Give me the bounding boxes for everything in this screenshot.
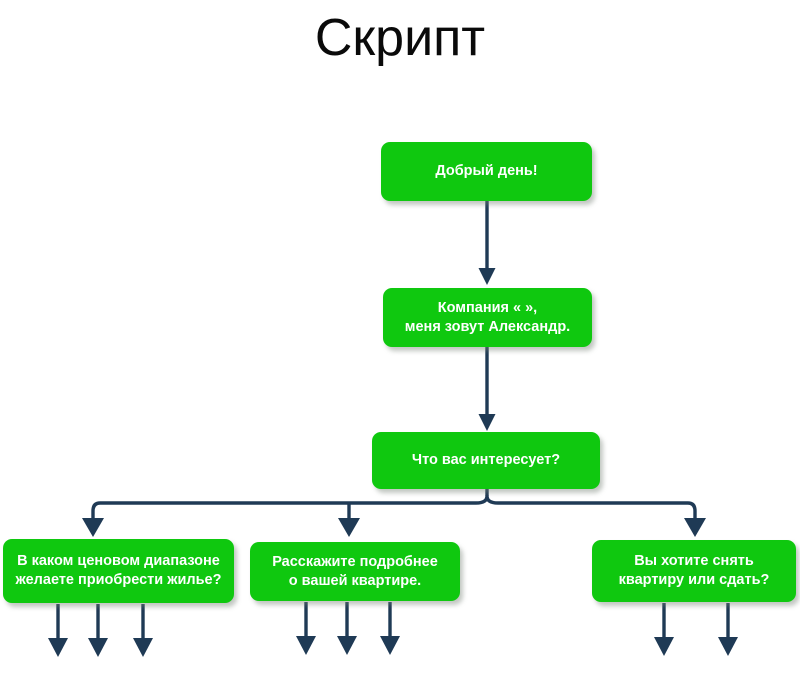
node-company[interactable]: Компания « », меня зовут Александр. bbox=[383, 288, 592, 347]
node-company-line-1: Компания « », bbox=[437, 299, 538, 316]
node-price-range-text: В каком ценовом диапазоне желаете приобр… bbox=[9, 552, 228, 589]
node-greeting-text: Добрый день! bbox=[387, 162, 586, 181]
node-apartment-details-line-2: о вашей квартире. bbox=[288, 572, 422, 589]
node-greeting-line-1: Добрый день! bbox=[435, 163, 538, 180]
node-greeting[interactable]: Добрый день! bbox=[381, 142, 592, 201]
node-interest-line-1: Что вас интересует? bbox=[411, 452, 561, 469]
node-price-range-line-1: В каком ценовом диапазоне bbox=[17, 553, 220, 570]
page-title: Скрипт bbox=[314, 9, 486, 67]
branch-arrowheads bbox=[82, 518, 706, 537]
node-apartment-details[interactable]: Расскажите подробнее о вашей квартире. bbox=[250, 542, 460, 601]
node-rent-or-lease[interactable]: Вы хотите снять квартиру или сдать? bbox=[592, 540, 796, 602]
node-company-line-2: меня зовут Александр. bbox=[404, 318, 571, 335]
node-interest-text: Что вас интересует? bbox=[378, 451, 594, 470]
open-branches-price-range bbox=[48, 604, 153, 657]
open-branches-apartment-details bbox=[296, 602, 400, 655]
node-rent-or-lease-line-2: квартиру или сдать? bbox=[618, 572, 770, 588]
edge-interest-to-branch-bus bbox=[91, 489, 697, 518]
node-rent-or-lease-text: Вы хотите снять квартиру или сдать? bbox=[598, 552, 790, 589]
node-apartment-details-text: Расскажите подробнее о вашей квартире. bbox=[256, 553, 454, 590]
node-rent-or-lease-line-1: Вы хотите снять bbox=[634, 553, 754, 570]
node-apartment-details-line-1: Расскажите подробнее bbox=[272, 553, 438, 570]
node-company-text: Компания « », меня зовут Александр. bbox=[389, 299, 586, 336]
open-branches-rent-or-lease bbox=[654, 603, 738, 656]
edge-greeting-to-company bbox=[478, 201, 496, 285]
edge-company-to-interest bbox=[478, 347, 496, 431]
node-price-range[interactable]: В каком ценовом диапазоне желаете приобр… bbox=[3, 539, 234, 603]
node-interest[interactable]: Что вас интересует? bbox=[372, 432, 600, 489]
node-price-range-line-2: желаете приобрести жилье? bbox=[15, 572, 222, 588]
